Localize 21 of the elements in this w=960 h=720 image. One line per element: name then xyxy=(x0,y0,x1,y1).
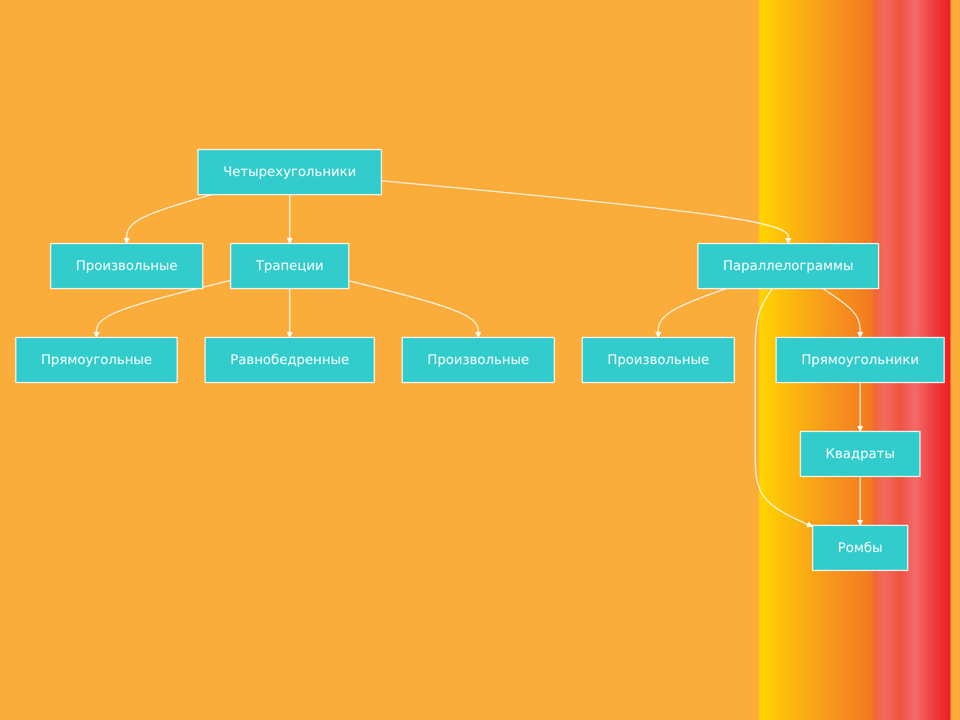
arrow xyxy=(286,288,293,338)
arrow xyxy=(381,180,792,244)
arrow xyxy=(754,288,813,528)
node-box: Ромбы xyxy=(812,524,908,571)
node-box: Произвольные xyxy=(50,243,204,290)
node-box: Произвольные xyxy=(402,336,555,384)
arrow xyxy=(348,280,482,338)
arrow xyxy=(655,288,726,338)
node-box: Произвольные xyxy=(582,336,735,384)
node-box: Трапеции xyxy=(230,243,350,290)
arrow xyxy=(857,476,864,526)
arrow xyxy=(822,288,864,338)
node-box: Прямоугольники xyxy=(776,336,945,384)
node-box: Прямоугольные xyxy=(15,336,178,384)
node-box: Равнобедренные xyxy=(204,336,375,384)
node-box: Параллелограммы xyxy=(697,243,880,290)
arrow xyxy=(286,194,293,244)
arrow xyxy=(857,382,864,432)
node-box: Четырехугольники xyxy=(197,149,382,196)
node-box: Квадраты xyxy=(800,430,921,477)
arrow xyxy=(93,280,231,338)
